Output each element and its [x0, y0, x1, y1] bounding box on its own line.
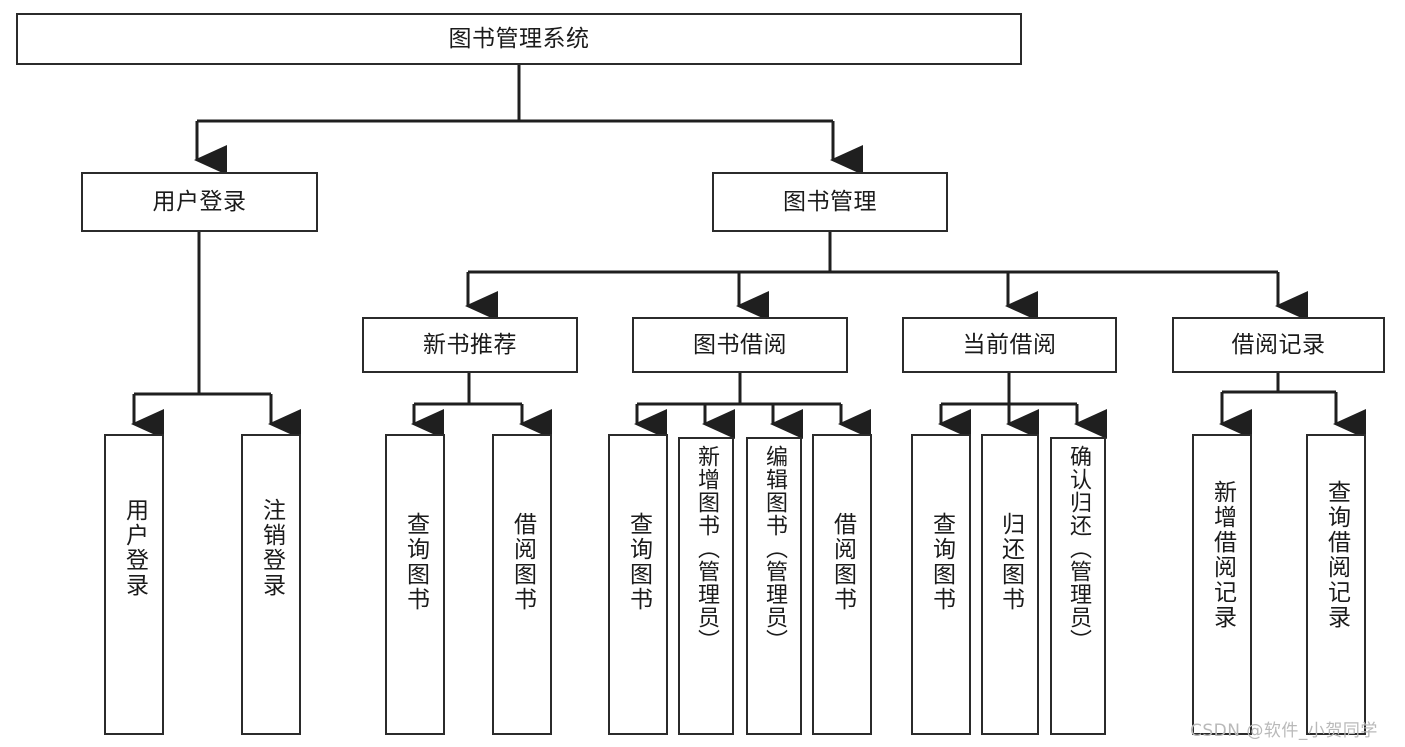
node-leaf-borrow-book-1-label: 借阅图书 [509, 512, 536, 612]
node-leaf-confirm-return[interactable]: 确认归还（管理员） [1050, 437, 1106, 735]
node-leaf-query-record-label: 查询借阅记录 [1323, 480, 1350, 630]
node-leaf-logout-login-label: 注销登录 [258, 498, 285, 598]
node-user-login-label: 用户登录 [152, 188, 247, 215]
node-leaf-query-book-2[interactable]: 查询图书 [608, 434, 668, 735]
node-root-label: 图书管理系统 [448, 25, 590, 52]
node-current-borrow[interactable]: 当前借阅 [902, 317, 1117, 373]
node-borrow-record[interactable]: 借阅记录 [1172, 317, 1385, 373]
node-leaf-add-record-label: 新增借阅记录 [1209, 480, 1236, 630]
node-leaf-add-record[interactable]: 新增借阅记录 [1192, 434, 1252, 735]
node-leaf-query-book-1[interactable]: 查询图书 [385, 434, 445, 735]
node-leaf-query-book-3[interactable]: 查询图书 [911, 434, 971, 735]
node-book-manage-label: 图书管理 [783, 188, 877, 215]
node-leaf-return-book[interactable]: 归还图书 [981, 434, 1039, 735]
node-new-book-rec-label: 新书推荐 [423, 331, 517, 358]
node-leaf-query-book-1-label: 查询图书 [402, 512, 429, 612]
node-book-borrow-label: 图书借阅 [693, 331, 787, 358]
node-leaf-edit-book-label: 编辑图书（管理员） [762, 445, 787, 652]
node-leaf-return-book-label: 归还图书 [997, 512, 1024, 612]
node-leaf-borrow-book-1[interactable]: 借阅图书 [492, 434, 552, 735]
node-user-login[interactable]: 用户登录 [81, 172, 318, 232]
node-leaf-user-login-label: 用户登录 [121, 498, 148, 598]
node-book-manage[interactable]: 图书管理 [712, 172, 948, 232]
csdn-watermark: CSDN @软件_小贺同学 [1190, 721, 1378, 741]
node-leaf-borrow-book-2[interactable]: 借阅图书 [812, 434, 872, 735]
node-leaf-user-login[interactable]: 用户登录 [104, 434, 164, 735]
node-book-borrow[interactable]: 图书借阅 [632, 317, 848, 373]
node-leaf-query-book-3-label: 查询图书 [928, 512, 955, 612]
node-current-borrow-label: 当前借阅 [962, 331, 1057, 358]
node-leaf-confirm-return-label: 确认归还（管理员） [1066, 445, 1091, 652]
node-new-book-rec[interactable]: 新书推荐 [362, 317, 578, 373]
node-leaf-query-book-2-label: 查询图书 [625, 512, 652, 612]
node-leaf-query-record[interactable]: 查询借阅记录 [1306, 434, 1366, 735]
node-leaf-edit-book[interactable]: 编辑图书（管理员） [746, 437, 802, 735]
node-root[interactable]: 图书管理系统 [16, 13, 1022, 65]
node-borrow-record-label: 借阅记录 [1231, 331, 1326, 358]
node-leaf-logout-login[interactable]: 注销登录 [241, 434, 301, 735]
node-leaf-add-book-label: 新增图书（管理员） [694, 445, 719, 652]
node-leaf-add-book[interactable]: 新增图书（管理员） [678, 437, 734, 735]
node-leaf-borrow-book-2-label: 借阅图书 [829, 512, 856, 612]
